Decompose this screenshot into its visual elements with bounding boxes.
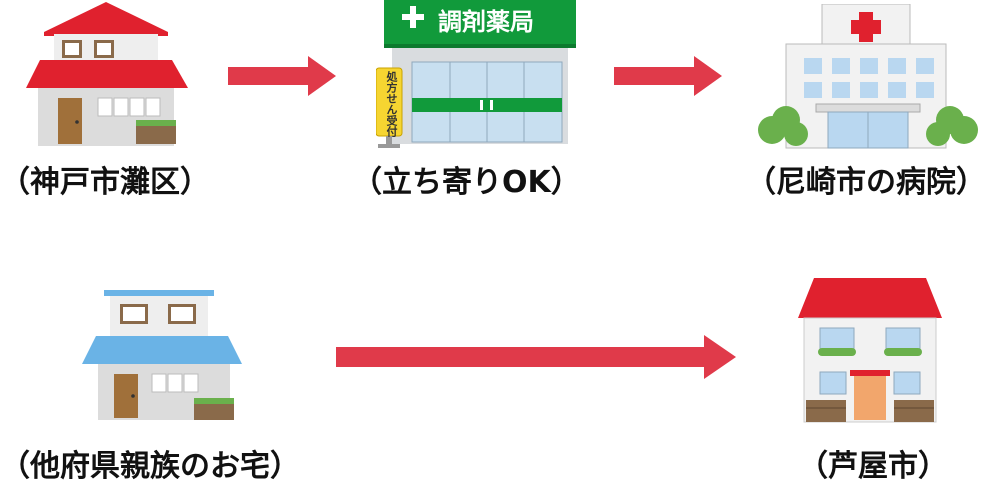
label-kobe-nada: （神戸市灘区） (0, 165, 210, 200)
pharmacy-side-sign: 処方せん受付 (385, 71, 398, 137)
arrow-home-to-pharmacy (228, 56, 336, 96)
label-relative-home: （他府県親族のお宅） (0, 449, 300, 484)
house-kobe-nada-icon (22, 2, 190, 148)
arrow-relative-to-ashiya (336, 335, 736, 379)
pharmacy-icon: 調剤薬局 処方せん受付 (376, 0, 580, 148)
pharmacy-sign: 調剤薬局 (438, 8, 534, 36)
house-ashiya-icon (794, 278, 946, 424)
arrow-pharmacy-to-hospital (614, 56, 722, 96)
house-relative-icon (82, 290, 244, 422)
label-ashiya: （芦屋市） (798, 449, 948, 484)
hospital-icon (756, 4, 978, 150)
label-amagasaki-hospital: （尼崎市の病院） (746, 165, 986, 200)
label-pharmacy: （立ち寄りOK） (352, 165, 581, 200)
